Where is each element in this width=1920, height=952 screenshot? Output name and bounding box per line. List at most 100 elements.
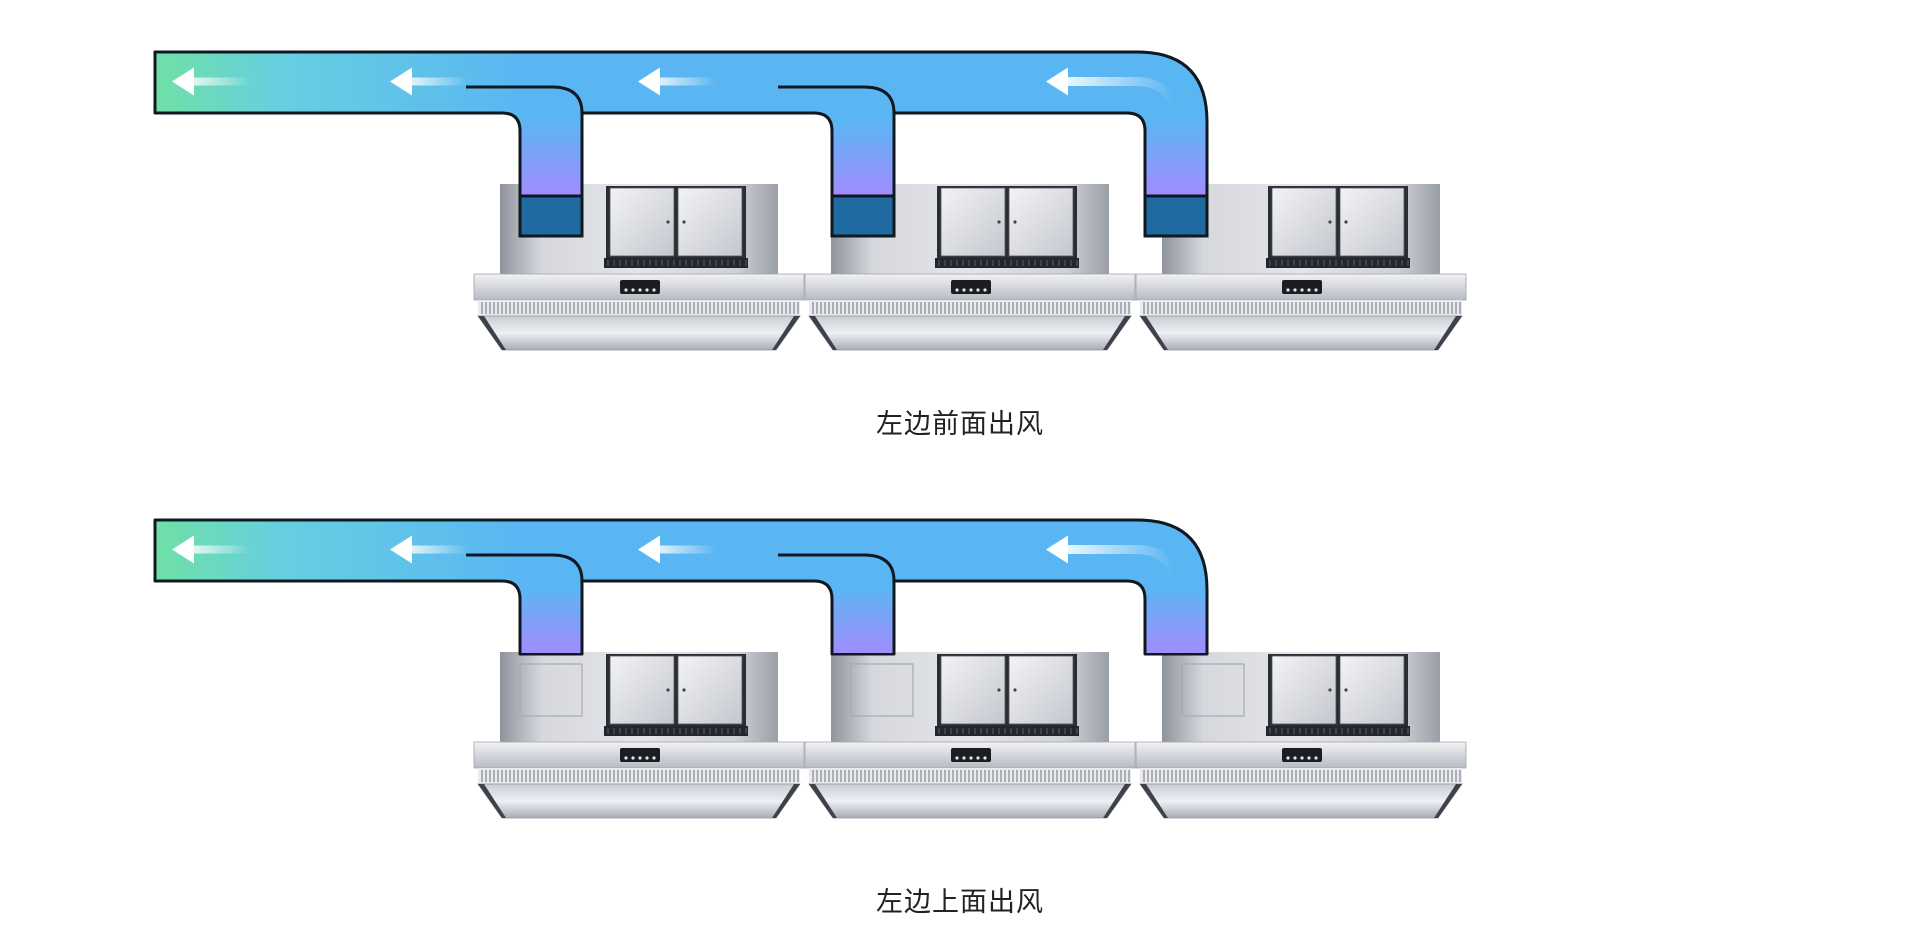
hood-unit (804, 652, 1136, 819)
hood-edge-right (1434, 784, 1462, 818)
control-button (631, 288, 635, 292)
control-button (955, 288, 959, 292)
cabinet-vent (935, 258, 1079, 268)
arrow-left-icon (638, 535, 716, 564)
door-handle (1013, 220, 1017, 224)
control-button (969, 288, 973, 292)
hood-row (473, 184, 1467, 351)
control-button (955, 756, 959, 760)
hood-unit (1135, 184, 1467, 351)
control-button (645, 288, 649, 292)
door-handle (1344, 688, 1348, 692)
hood-edge-left (809, 784, 837, 818)
control-button (624, 756, 628, 760)
cabinet-vent (604, 726, 748, 736)
arrow-head (390, 535, 412, 564)
duct-collar-3 (1143, 194, 1209, 238)
door-handle (682, 688, 686, 692)
outlet-cover-plate (1181, 663, 1245, 717)
door-handle (1328, 220, 1332, 224)
hood-skirt (477, 315, 801, 351)
hood-edge-left (809, 316, 837, 350)
hood-unit (1135, 652, 1467, 819)
diagram-front-outlet (153, 50, 1467, 351)
duct-drop-1 (521, 119, 581, 195)
cabinet-door-right (1008, 655, 1074, 725)
duct-drop-3 (1146, 587, 1206, 653)
arrow-head (638, 535, 660, 564)
main-duct (153, 50, 1209, 198)
arrow-left-icon (172, 535, 250, 564)
control-button (631, 756, 635, 760)
control-button (976, 288, 980, 292)
hood-skirt (808, 315, 1132, 351)
control-button (1314, 756, 1318, 760)
cabinet-vent (604, 258, 748, 268)
hood-edge-left (1140, 784, 1168, 818)
cabinet-door-left (1271, 187, 1337, 257)
control-panel (620, 280, 660, 294)
control-button (624, 288, 628, 292)
outlet-cover-plate (850, 663, 914, 717)
cabinet-door-left (940, 655, 1006, 725)
branch-divider (778, 553, 896, 582)
cabinet-door-left (609, 655, 675, 725)
control-button (983, 288, 987, 292)
hood-edge-right (772, 784, 800, 818)
arrow-tail (398, 545, 468, 554)
control-button (638, 756, 642, 760)
duct-collar-2 (830, 194, 896, 238)
control-button (962, 756, 966, 760)
duct-drop-2 (833, 587, 893, 653)
arrow-tail (398, 77, 468, 86)
cabinet-door-left (609, 187, 675, 257)
arrow-tail (1049, 545, 1179, 578)
cabinet-vent (1266, 258, 1410, 268)
door-handle (1328, 688, 1332, 692)
hood-unit (473, 184, 805, 351)
arrow-head (172, 67, 194, 96)
arrow-tail (1049, 77, 1179, 110)
door-handle (666, 688, 670, 692)
arrow-left-icon (1046, 67, 1179, 110)
control-button (983, 756, 987, 760)
cabinet-vent (935, 726, 1079, 736)
arrow-head (638, 67, 660, 96)
cabinet-door-right (1339, 655, 1405, 725)
control-button (1286, 288, 1290, 292)
cabinet-door-right (1008, 187, 1074, 257)
duct-collar-1 (518, 194, 584, 238)
hood-skirt (1139, 783, 1463, 819)
control-button (976, 756, 980, 760)
branch-divider (466, 85, 584, 114)
outlet-cover-plate (519, 663, 583, 717)
arrow-head (390, 67, 412, 96)
control-button (1300, 288, 1304, 292)
hood-edge-right (1434, 316, 1462, 350)
cabinet-door-right (677, 187, 743, 257)
duct-system (153, 50, 1209, 238)
door-handle (1344, 220, 1348, 224)
control-button (638, 288, 642, 292)
arrow-tail (180, 77, 250, 86)
hood-unit (473, 652, 805, 819)
cabinet-door-right (677, 655, 743, 725)
hood-row (473, 652, 1467, 819)
cabinet-door-right (1339, 187, 1405, 257)
control-panel (620, 748, 660, 762)
arrow-head (1046, 67, 1068, 96)
control-button (652, 756, 656, 760)
hood-edge-left (478, 784, 506, 818)
cabinet-door-left (1271, 655, 1337, 725)
airflow-arrows (172, 67, 1179, 110)
arrow-left-icon (390, 535, 468, 564)
control-button (645, 756, 649, 760)
control-button (1314, 288, 1318, 292)
main-duct (153, 518, 1209, 656)
branch-divider (778, 85, 896, 114)
door-handle (682, 220, 686, 224)
hood-skirt (1139, 315, 1463, 351)
control-button (1307, 756, 1311, 760)
